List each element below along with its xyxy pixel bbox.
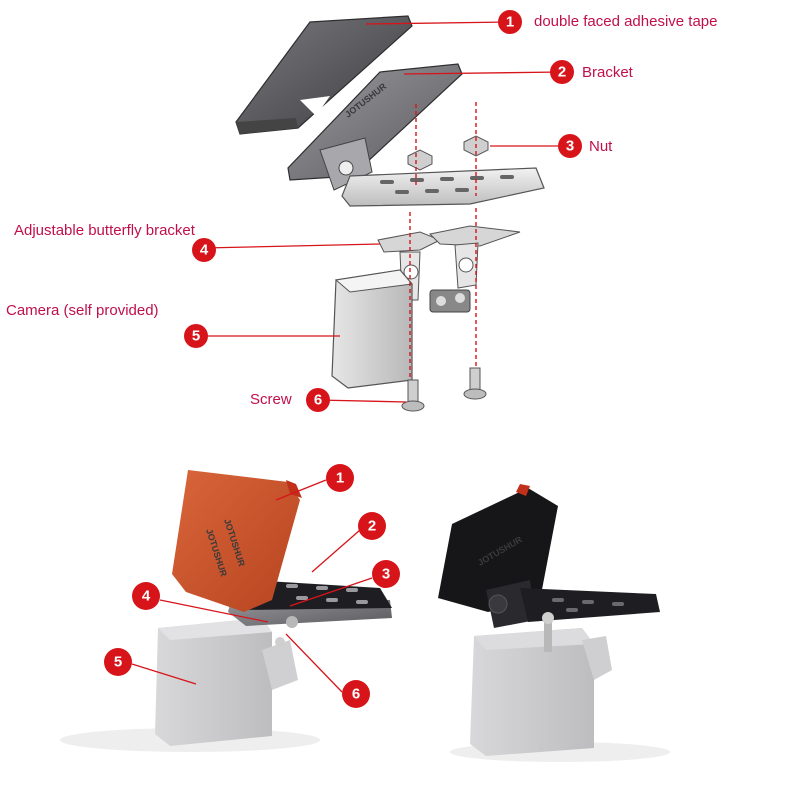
label-screw: Screw xyxy=(250,391,292,408)
photo-right: JOTUSHUR xyxy=(438,484,670,762)
camera-drawing xyxy=(331,269,413,389)
label-bracket: Bracket xyxy=(582,64,633,81)
callout-2-top: 2 xyxy=(550,60,574,84)
photo-callout-3-number: 3 xyxy=(382,566,390,583)
photo-callout-1-number: 1 xyxy=(336,470,344,487)
photo-callout-6-number: 6 xyxy=(352,686,360,703)
adhesive-tape-drawing xyxy=(235,15,413,135)
label-butterfly-bracket: Adjustable butterfly bracket xyxy=(14,222,195,239)
photo-callout-3: 3 xyxy=(372,560,400,588)
callout-4-top: 4 xyxy=(192,238,216,262)
callout-5-number: 5 xyxy=(192,328,200,345)
bracket-drawing: JOTUSHUR xyxy=(287,63,545,207)
label-camera: Camera (self provided) xyxy=(6,302,159,319)
callout-4-number: 4 xyxy=(200,242,209,259)
label-nut: Nut xyxy=(589,138,613,155)
screw-drawing xyxy=(401,367,487,412)
photo-callout-4: 4 xyxy=(132,582,160,610)
callout-5-top: 5 xyxy=(184,324,208,348)
callout-3-number: 3 xyxy=(566,138,574,155)
photo-callout-2-number: 2 xyxy=(368,518,376,535)
callout-1-top: 1 xyxy=(498,10,522,34)
exploded-view: JOTUSHUR xyxy=(235,15,545,412)
photo-callout-6: 6 xyxy=(342,680,370,708)
callout-2-number: 2 xyxy=(558,64,566,81)
photo-callout-5-number: 5 xyxy=(114,654,122,671)
photo-callout-2: 2 xyxy=(358,512,386,540)
callout-6-number: 6 xyxy=(314,392,322,409)
assembly-guides xyxy=(409,102,477,380)
callout-3-top: 3 xyxy=(558,134,582,158)
photo-left: JOTUSHUR JOTUSHUR xyxy=(60,470,392,752)
photo-callout-1: 1 xyxy=(326,464,354,492)
photo-callout-4-number: 4 xyxy=(142,588,151,605)
top-callout-lines xyxy=(196,21,570,403)
label-adhesive-tape: double faced adhesive tape xyxy=(534,13,718,30)
callout-6-top: 6 xyxy=(306,388,330,412)
callout-1-number: 1 xyxy=(506,14,514,31)
photo-callout-5: 5 xyxy=(104,648,132,676)
